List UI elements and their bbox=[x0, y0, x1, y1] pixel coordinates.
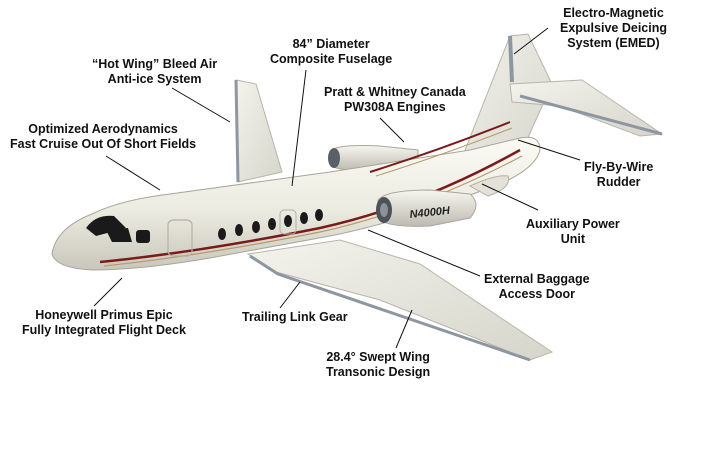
emed-label: Electro-Magnetic Expulsive Deicing Syste… bbox=[560, 6, 667, 50]
flight-deck-label: Honeywell Primus Epic Fully Integrated F… bbox=[22, 308, 186, 337]
landing-gear-label: Trailing Link Gear bbox=[242, 310, 348, 324]
aerodynamics-label: Optimized Aerodynamics Fast Cruise Out O… bbox=[10, 122, 197, 151]
left-wing-leading-edge bbox=[234, 79, 240, 183]
fuselage-label: 84” Diameter Composite Fuselage bbox=[270, 37, 393, 66]
cabin-door bbox=[167, 219, 193, 257]
right-wing-trailing-edge bbox=[249, 254, 531, 362]
stabilizer-leading-edge bbox=[519, 94, 663, 136]
cheatline-stripe bbox=[99, 148, 521, 264]
left-wing bbox=[235, 79, 283, 183]
apu-label: Auxiliary Power Unit bbox=[526, 217, 620, 246]
apu-tailcone bbox=[468, 175, 510, 197]
baggage-door-label: External Baggage Access Door bbox=[484, 272, 590, 301]
cockpit-windshield bbox=[86, 215, 126, 236]
rudder-label: Fly-By-Wire Rudder bbox=[584, 160, 654, 189]
near-engine bbox=[377, 189, 477, 227]
right-wing bbox=[246, 239, 554, 361]
hot-wing-label: “Hot Wing” Bleed Air Anti-ice System bbox=[92, 57, 218, 86]
engines-label: Pratt & Whitney Canada PW308A Engines bbox=[324, 85, 466, 114]
fuselage bbox=[51, 136, 541, 271]
leader-lines bbox=[93, 27, 581, 349]
swept-wing-label: 28.4° Swept Wing Transonic Design bbox=[326, 350, 431, 379]
tail-leading-edge bbox=[508, 35, 514, 83]
cabin-windows bbox=[218, 209, 323, 240]
horizontal-stabilizer bbox=[509, 79, 664, 137]
registration-marking: N4000H bbox=[409, 205, 451, 221]
